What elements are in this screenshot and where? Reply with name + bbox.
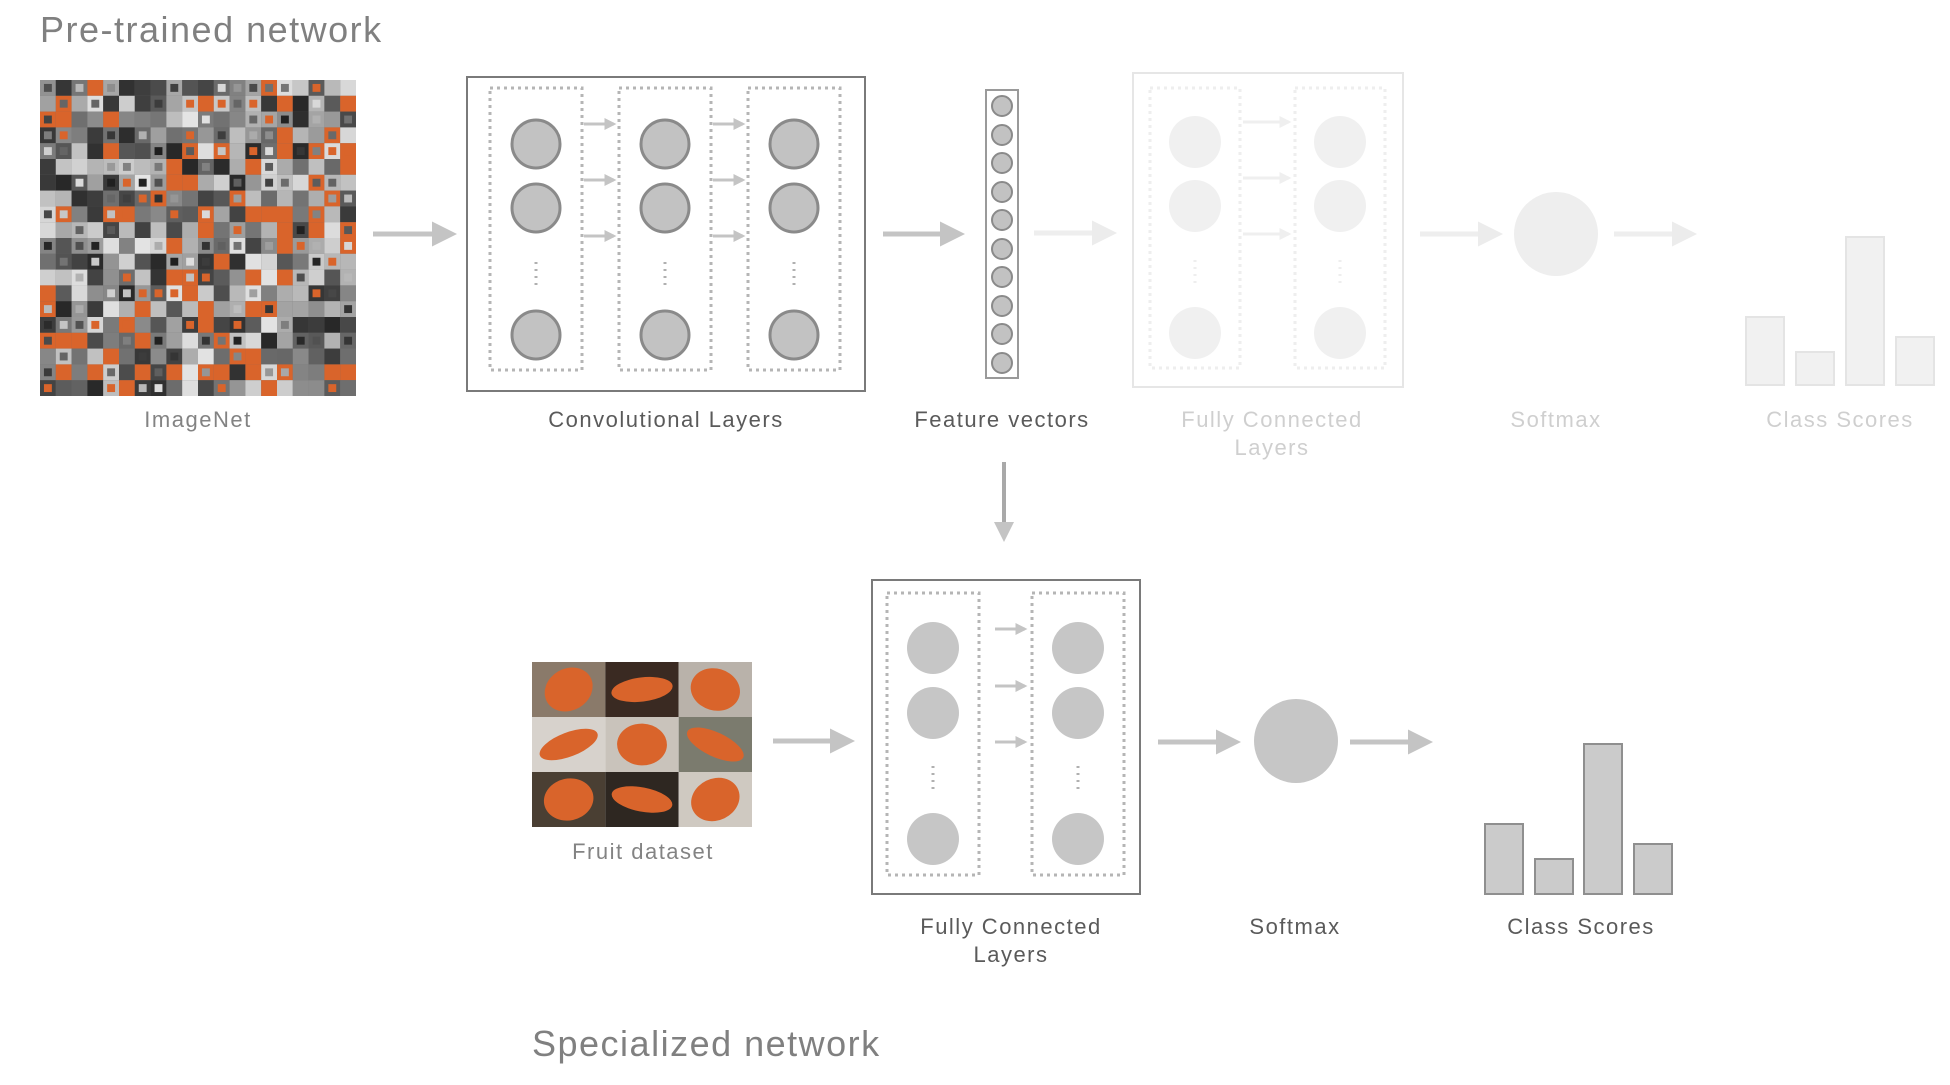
neuron-circle-icon	[991, 238, 1013, 260]
specialized-class-scores-label: Class Scores	[1507, 914, 1655, 939]
convolutional-layers-label: Convolutional Layers	[548, 407, 783, 432]
imagenet-label: ImageNet	[144, 407, 251, 432]
specialized-softmax-label: Softmax	[1249, 914, 1340, 939]
imagenet-thumbnail-grid-icon	[40, 80, 356, 396]
score-bar	[1633, 843, 1673, 895]
specialized-fc-layer-1-box	[885, 591, 981, 877]
neuron-circle-icon	[510, 182, 562, 234]
neuron-circle-icon	[1052, 813, 1104, 865]
neuron-circle-icon	[991, 124, 1013, 146]
convolutional-layers-block	[466, 76, 866, 392]
pretrained-softmax-label: Softmax	[1510, 407, 1601, 432]
neuron-circle-icon	[991, 266, 1013, 288]
neuron-circle-icon	[1052, 622, 1104, 674]
neuron-circle-icon	[907, 813, 959, 865]
score-bar	[1795, 351, 1835, 386]
pretrained-fc-label-line1: Fully Connected	[1181, 407, 1362, 432]
score-bar	[1534, 858, 1574, 895]
neuron-circle-icon	[1314, 180, 1366, 232]
pretrained-class-scores-label: Class Scores	[1766, 407, 1914, 432]
specialized-softmax-node	[1254, 699, 1338, 783]
neuron-circle-icon	[1169, 116, 1221, 168]
conv-layer-2-box	[617, 86, 713, 372]
specialized-fc-label-line1: Fully Connected	[920, 914, 1101, 939]
pretrained-network-title: Pre-trained network	[40, 9, 383, 50]
specialized-network-title: Specialized network	[532, 1023, 881, 1064]
neuron-circle-icon	[991, 352, 1013, 374]
pretrained-softmax-node	[1514, 192, 1598, 276]
neuron-circle-icon	[991, 295, 1013, 317]
neuron-circle-icon	[639, 309, 691, 361]
conv-layer-1-box	[488, 86, 584, 372]
specialized-fc-label-line2: Layers	[973, 942, 1048, 967]
neuron-circle-icon	[1169, 307, 1221, 359]
score-bar	[1845, 236, 1885, 386]
neuron-circle-icon	[907, 687, 959, 739]
pretrained-fc-layer-2-box	[1293, 86, 1387, 370]
neuron-circle-icon	[991, 152, 1013, 174]
neuron-circle-icon	[991, 323, 1013, 345]
pretrained-fc-label-line2: Layers	[1234, 435, 1309, 460]
neuron-circle-icon	[510, 118, 562, 170]
neuron-circle-icon	[991, 209, 1013, 231]
feature-vectors-label: Feature vectors	[914, 407, 1089, 432]
fruit-thumbnail-grid-icon	[532, 662, 752, 827]
specialized-fully-connected-block	[871, 579, 1141, 895]
score-bar	[1484, 823, 1524, 895]
neuron-circle-icon	[768, 182, 820, 234]
neuron-circle-icon	[991, 95, 1013, 117]
fruit-dataset-label: Fruit dataset	[572, 839, 714, 864]
pretrained-fully-connected-block	[1132, 72, 1404, 388]
neuron-circle-icon	[1169, 180, 1221, 232]
neuron-circle-icon	[1314, 116, 1366, 168]
neuron-circle-icon	[768, 309, 820, 361]
neuron-circle-icon	[907, 622, 959, 674]
neuron-circle-icon	[510, 309, 562, 361]
neuron-circle-icon	[639, 118, 691, 170]
neuron-circle-icon	[768, 118, 820, 170]
pretrained-fc-layer-1-box	[1148, 86, 1242, 370]
feature-vector-column	[985, 89, 1019, 379]
pretrained-class-scores-bars	[1745, 236, 1935, 386]
neuron-circle-icon	[639, 182, 691, 234]
score-bar	[1745, 316, 1785, 386]
specialized-fc-layer-2-box	[1030, 591, 1126, 877]
neuron-circle-icon	[1052, 687, 1104, 739]
conv-layer-3-box	[746, 86, 842, 372]
neuron-circle-icon	[991, 181, 1013, 203]
score-bar	[1895, 336, 1935, 386]
specialized-class-scores-bars	[1484, 743, 1673, 895]
score-bar	[1583, 743, 1623, 895]
neuron-circle-icon	[1314, 307, 1366, 359]
